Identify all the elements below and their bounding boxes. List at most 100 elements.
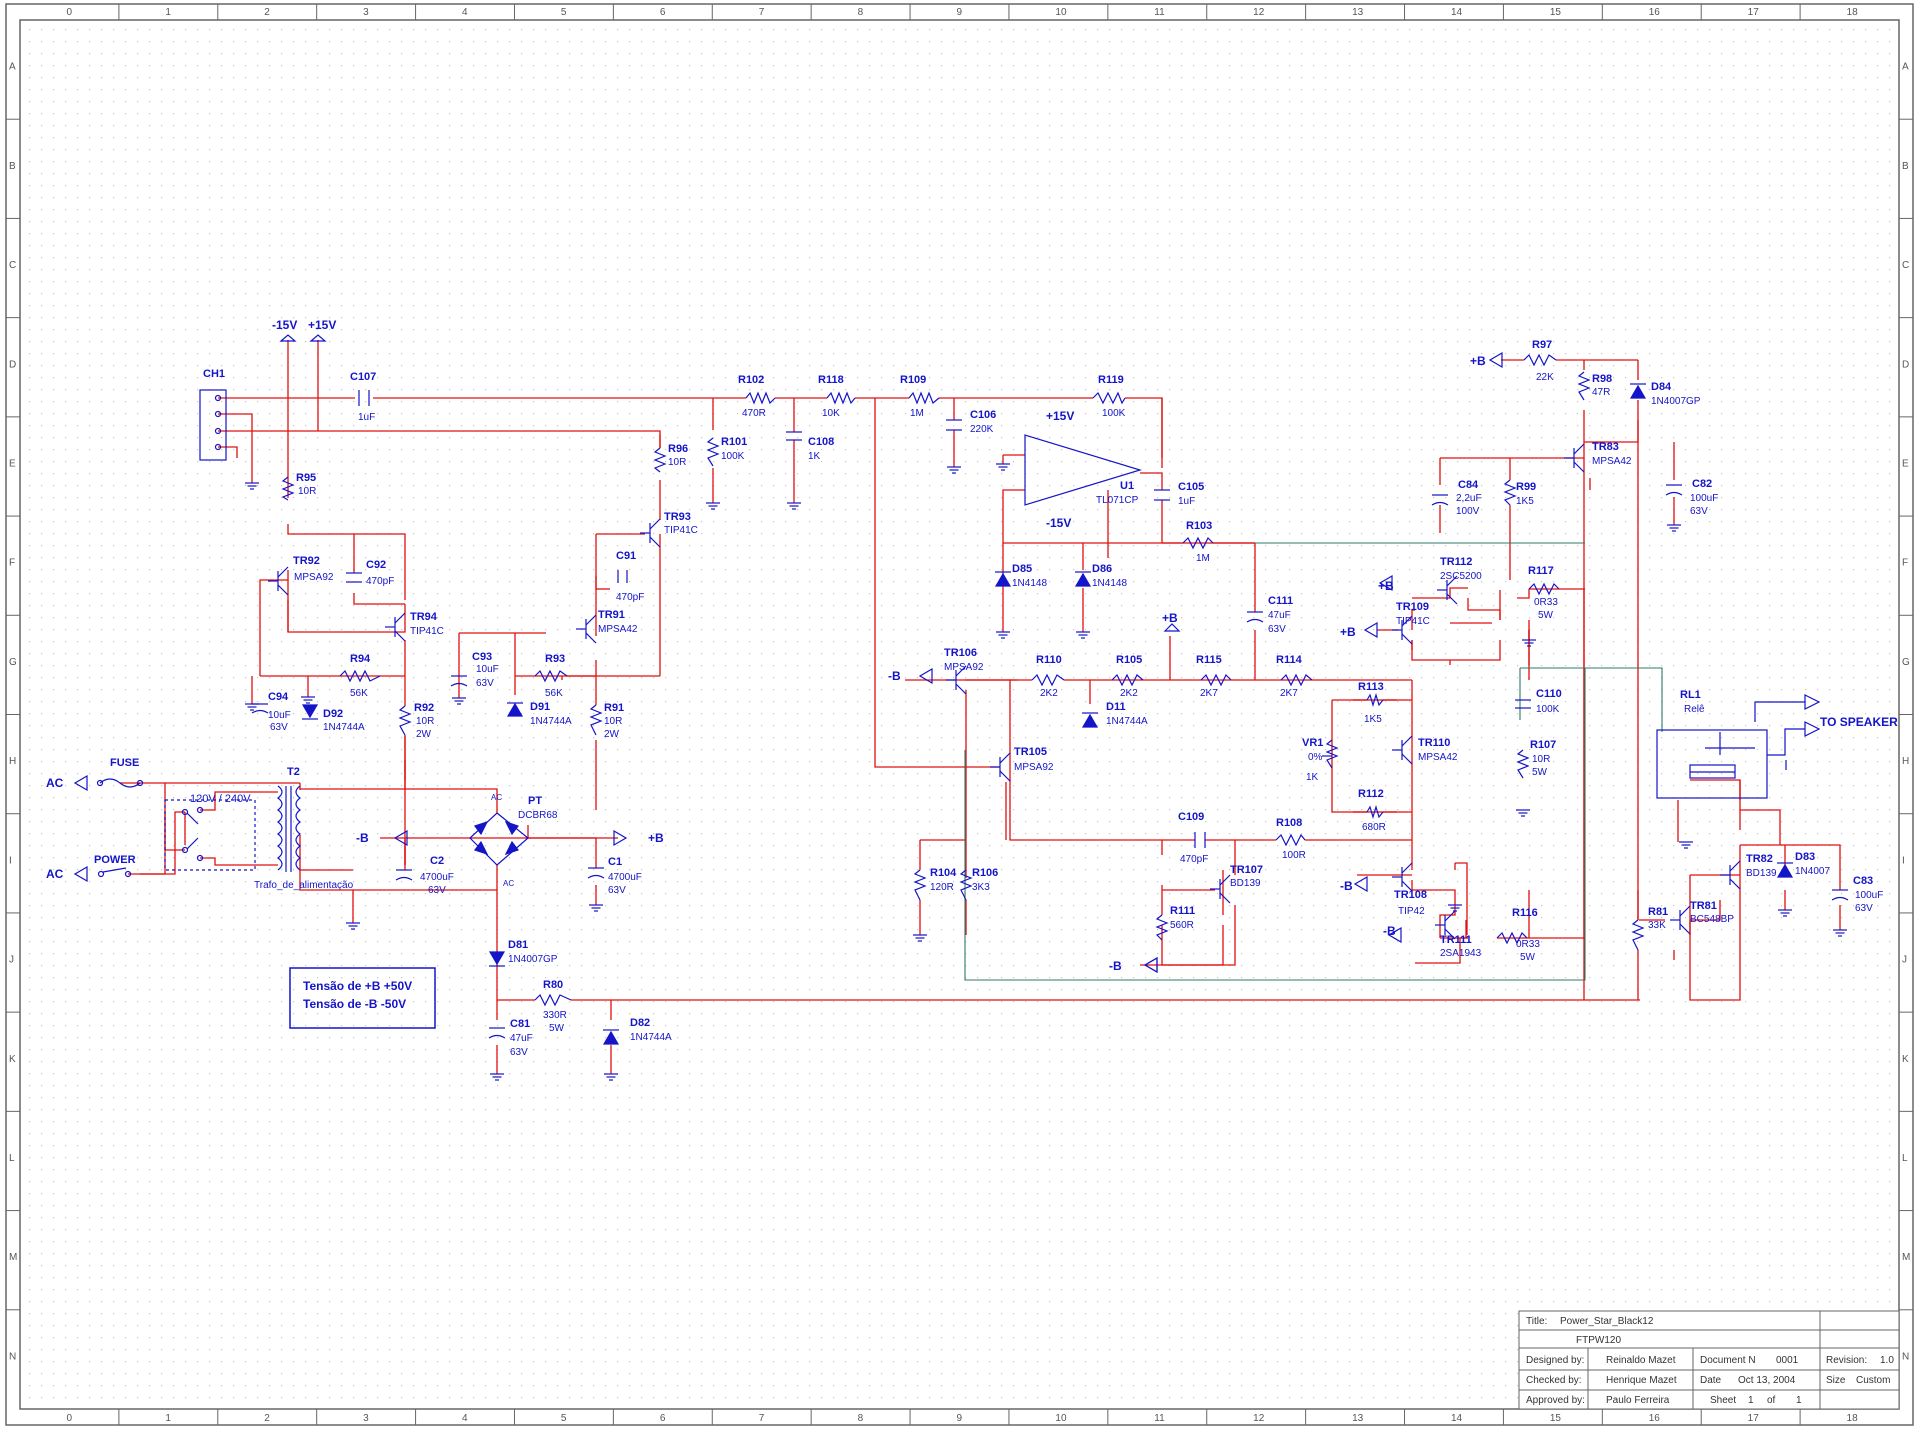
r107-resistor[interactable]: [1516, 749, 1530, 779]
frame-col-bottom: 1: [165, 1413, 171, 1424]
c108-value: 1K: [808, 451, 821, 462]
rl1-relay[interactable]: [1656, 729, 1768, 799]
rail-labels: -15V +15V: [272, 318, 336, 332]
d85-value: 1N4148: [1012, 578, 1047, 589]
r94-value: 56K: [350, 688, 368, 699]
tr81-transistor[interactable]: [1670, 905, 1691, 935]
r116-label: R116: [1512, 907, 1538, 919]
frame-col-top: 1: [165, 7, 171, 18]
tr109-transistor[interactable]: [1392, 615, 1413, 645]
tr108-label: TR108: [1394, 889, 1427, 901]
r113-resistor[interactable]: [1366, 692, 1384, 708]
d85-label: D85: [1012, 563, 1032, 575]
tr92-transistor[interactable]: [268, 566, 289, 596]
r109-resistor[interactable]: [908, 391, 940, 405]
r93-resistor[interactable]: [534, 669, 568, 683]
vr1-potentiometer[interactable]: [1325, 739, 1339, 769]
r113-value: 1K5: [1364, 714, 1382, 725]
c111-value: 47uF: [1268, 610, 1291, 621]
d11-diode[interactable]: [1081, 712, 1099, 728]
c2-rating: 63V: [428, 885, 446, 896]
tr92-label: TR92: [293, 555, 320, 567]
tr107-transistor[interactable]: [1210, 874, 1231, 904]
r114-resistor[interactable]: [1280, 673, 1313, 687]
port-label: +B: [1470, 354, 1486, 368]
u1-opamp[interactable]: [1024, 434, 1143, 506]
frame-row-left: H: [9, 756, 16, 767]
d85-diode[interactable]: [994, 571, 1012, 587]
r95-resistor[interactable]: [281, 476, 295, 501]
r110-resistor[interactable]: [1031, 673, 1065, 687]
r98-resistor[interactable]: [1577, 371, 1591, 401]
r96-resistor[interactable]: [653, 447, 667, 473]
d91-value: 1N4744A: [530, 716, 572, 727]
r112-label: R112: [1358, 788, 1384, 800]
net-flag: [1488, 351, 1503, 369]
r91-label: R91: [604, 702, 624, 714]
subtitle-value: FTPW120: [1576, 1335, 1621, 1346]
r109-value: 1M: [910, 408, 924, 419]
fuse[interactable]: [96, 778, 144, 788]
r91-resistor[interactable]: [589, 704, 603, 736]
r94-resistor[interactable]: [339, 669, 381, 683]
r92-resistor[interactable]: [398, 705, 412, 736]
d84-diode[interactable]: [1629, 383, 1647, 399]
r105-resistor[interactable]: [1111, 673, 1144, 687]
r119-resistor[interactable]: [1092, 391, 1126, 405]
r103-resistor[interactable]: [1182, 536, 1214, 550]
r106-resistor[interactable]: [959, 869, 973, 901]
d81-diode[interactable]: [488, 951, 506, 967]
port-label: -B: [356, 831, 369, 845]
c105-value: 1uF: [1178, 496, 1195, 507]
tr106-transistor[interactable]: [946, 665, 967, 695]
r108-resistor[interactable]: [1275, 833, 1306, 847]
d82-diode[interactable]: [602, 1029, 620, 1045]
power-switch[interactable]: [97, 867, 132, 878]
tr105-transistor[interactable]: [990, 752, 1011, 782]
tr108-transistor[interactable]: [1392, 862, 1413, 892]
ch1-label: CH1: [203, 368, 225, 380]
r104-resistor[interactable]: [913, 869, 927, 901]
r97-resistor[interactable]: [1523, 353, 1557, 367]
tr94-transistor[interactable]: [385, 612, 406, 642]
tr81-value: BC548BP: [1690, 914, 1734, 925]
r111-resistor[interactable]: [1155, 914, 1169, 941]
r102-resistor[interactable]: [745, 391, 776, 405]
tr112-transistor[interactable]: [1437, 575, 1458, 605]
c82-rating: 63V: [1690, 506, 1708, 517]
d91-diode[interactable]: [506, 702, 524, 717]
tr91-transistor[interactable]: [576, 614, 597, 644]
r117-resistor[interactable]: [1528, 582, 1560, 596]
r80-resistor[interactable]: [534, 993, 572, 1007]
pt-bridge-rectifier[interactable]: [469, 812, 529, 866]
r118-resistor[interactable]: [826, 391, 856, 405]
tr111-transistor[interactable]: [1435, 910, 1456, 940]
r101-resistor[interactable]: [706, 437, 720, 467]
port-label: AC: [46, 867, 64, 881]
d83-diode[interactable]: [1776, 862, 1794, 878]
tr83-transistor[interactable]: [1564, 443, 1585, 473]
r81-resistor[interactable]: [1631, 919, 1645, 951]
port-plus15: [279, 334, 297, 342]
ch1-connector[interactable]: [199, 389, 227, 461]
d86-diode[interactable]: [1074, 571, 1092, 587]
r111-value: 560R: [1170, 920, 1194, 931]
d92-diode[interactable]: [301, 704, 319, 720]
revision-label: Revision:: [1826, 1355, 1867, 1366]
d82-value: 1N4744A: [630, 1032, 672, 1043]
frame-row-left: D: [9, 359, 16, 370]
tr110-transistor[interactable]: [1392, 735, 1413, 765]
tr93-transistor[interactable]: [640, 518, 661, 548]
port-label: TO SPEAKER: [1820, 715, 1898, 729]
d84-label: D84: [1651, 381, 1672, 393]
r115-resistor[interactable]: [1200, 673, 1232, 687]
tr82-transistor[interactable]: [1720, 860, 1741, 890]
r116-resistor[interactable]: [1496, 931, 1528, 945]
r112-resistor[interactable]: [1366, 804, 1384, 820]
c111-label: C111: [1268, 595, 1293, 607]
r99-resistor[interactable]: [1503, 479, 1517, 506]
net-flag: [1378, 574, 1393, 592]
tr93-value: TIP41C: [664, 525, 698, 536]
tr81-label: TR81: [1690, 900, 1717, 912]
t2-transformer[interactable]: [164, 785, 301, 872]
